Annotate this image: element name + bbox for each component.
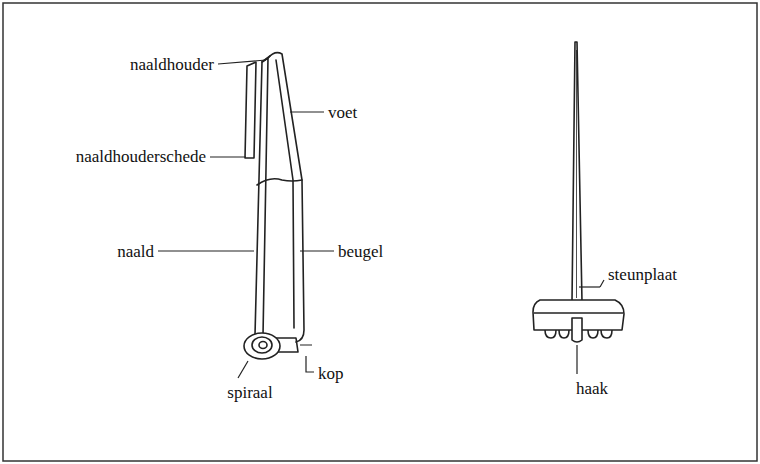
- leader: [238, 361, 248, 378]
- bow-outer: [268, 53, 304, 342]
- frame: [3, 3, 757, 461]
- part-label: beugel: [338, 243, 383, 260]
- leader: [600, 280, 604, 287]
- leader: [290, 111, 324, 112]
- hook: [572, 318, 582, 342]
- part-label: spiraal: [227, 384, 272, 401]
- bow-front: [572, 42, 582, 302]
- foot-edge: [257, 179, 302, 185]
- part-label: kop: [318, 365, 344, 382]
- bow-ridge: [576, 50, 577, 298]
- leader: [300, 250, 334, 251]
- bow-inner: [276, 60, 294, 328]
- part-label: naald: [117, 243, 154, 260]
- part-label: haak: [576, 380, 608, 397]
- part-label: steunplaat: [608, 266, 677, 283]
- spiral-core: [259, 342, 267, 349]
- fibula-side-view: [244, 53, 304, 359]
- leader: [579, 286, 600, 287]
- plate-edge: [534, 312, 623, 314]
- fibula-front-view: [533, 42, 624, 342]
- spiral-outer: [244, 333, 280, 359]
- leader: [210, 156, 246, 157]
- leader: [158, 250, 254, 251]
- part-label: naaldhouder: [130, 56, 214, 73]
- leader-lines: [158, 60, 604, 378]
- spiral-inner: [252, 337, 272, 353]
- needle: [255, 58, 268, 336]
- head-bracket: [300, 345, 314, 372]
- holder-tip: [262, 56, 270, 62]
- leader: [576, 345, 577, 374]
- leader: [218, 60, 266, 64]
- part-label: voet: [328, 104, 357, 121]
- part-label: naaldhouderschede: [76, 148, 206, 165]
- needle-sheath: [245, 62, 256, 158]
